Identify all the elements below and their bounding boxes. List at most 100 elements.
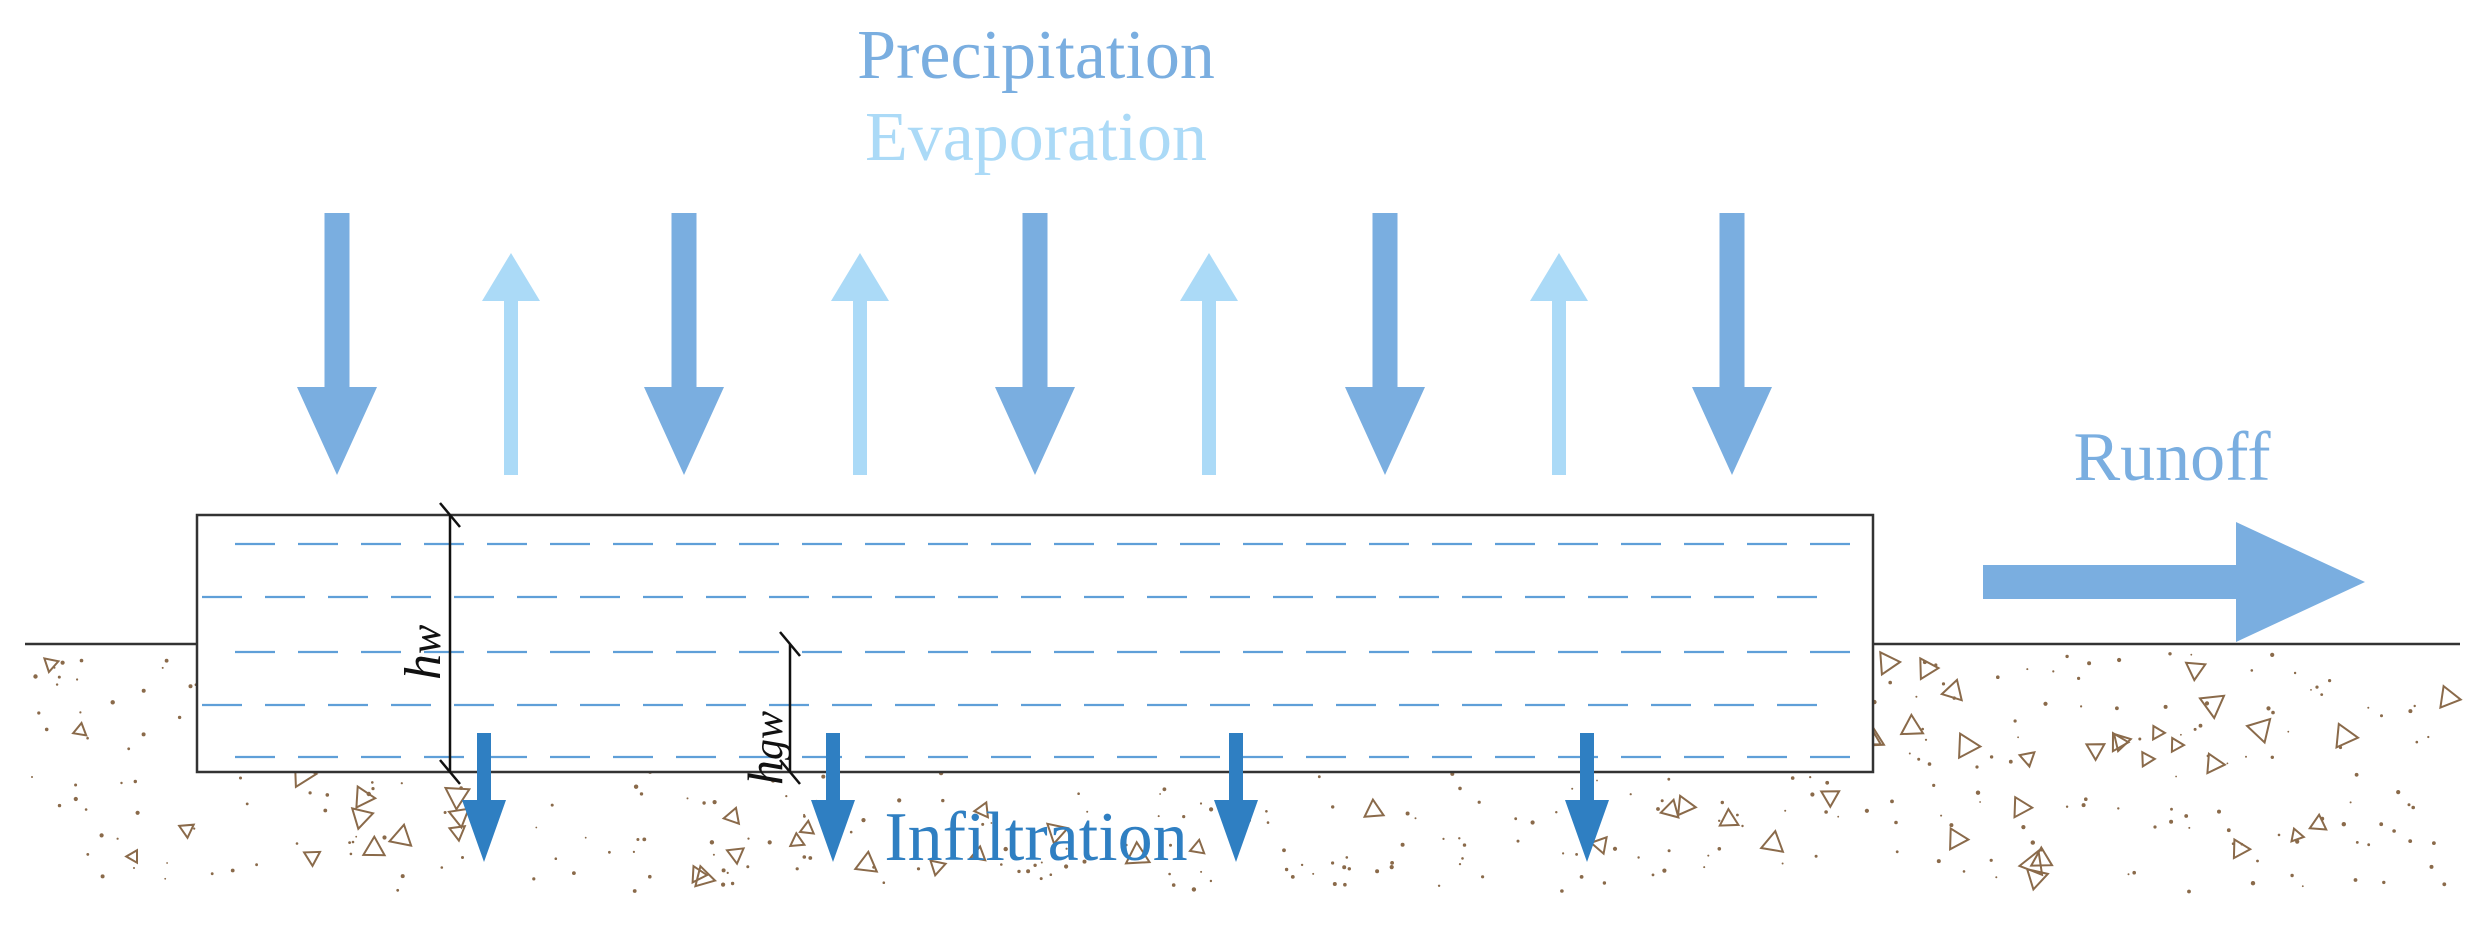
evaporation-arrow (831, 253, 889, 475)
soil-dot (371, 787, 375, 791)
soil-grain (1958, 731, 1983, 760)
soil-dot (702, 801, 706, 805)
soil-grain (443, 786, 472, 812)
soil-dot (632, 889, 637, 893)
hw-label-base: h (395, 654, 452, 680)
soil-dot (1629, 793, 1632, 796)
soil-dot (1784, 809, 1787, 812)
soil-dot (1442, 837, 1445, 841)
soil-dot (897, 798, 902, 803)
soil-grain (1045, 822, 1070, 846)
evaporation-arrow (482, 253, 540, 475)
hgw-label: hgw (737, 711, 793, 785)
soil-dot (2293, 671, 2297, 675)
soil-dot (1949, 823, 1954, 828)
hw-tick-bottom (439, 759, 461, 785)
soil-dot (990, 822, 993, 824)
soil-grain (1919, 656, 1941, 681)
soil-dot (2153, 825, 2157, 829)
soil-dot (141, 732, 146, 737)
soil-dot (164, 658, 169, 663)
soil-dot (1171, 883, 1176, 887)
soil-dot (161, 666, 164, 669)
soil-dot (2132, 870, 2136, 875)
soil-dot (349, 852, 353, 856)
soil-dot (2408, 709, 2413, 714)
soil-grain (2141, 750, 2157, 769)
soil-grain (725, 847, 746, 866)
soil-dot (1989, 755, 1994, 759)
soil-grain (2112, 732, 2133, 754)
soil-dot (2081, 803, 2086, 808)
soil-dot (1894, 820, 1898, 825)
soil-dot (1069, 847, 1073, 851)
soil-dot (79, 711, 82, 714)
soil-dot (2266, 706, 2271, 711)
soil-dot (1458, 863, 1462, 866)
soil-dot (2138, 737, 2142, 741)
soil-grain (2013, 795, 2035, 819)
soil-dot (2052, 670, 2055, 673)
soil-dot (1837, 815, 1840, 818)
soil-dot (84, 808, 88, 811)
soil-dot (1915, 695, 1918, 698)
soil-dot (2188, 826, 2191, 829)
hgw-label-sub: gw (746, 711, 792, 760)
soil-dot (1924, 738, 1928, 741)
soil-dot (709, 840, 715, 845)
soil-grain (1362, 797, 1386, 818)
soil-dot (2354, 772, 2359, 777)
soil-dot (255, 863, 258, 867)
soil-dot (348, 841, 351, 844)
soil-dot (1157, 815, 1160, 818)
soil-dot (1331, 805, 1335, 809)
soil-dot (2065, 654, 2069, 659)
soil-dot (1936, 859, 1941, 864)
soil-dot (110, 700, 115, 705)
soil-dot (2270, 755, 2274, 759)
soil-dot (849, 830, 853, 834)
soil-dot (2415, 740, 2419, 744)
soil-dot (1736, 813, 1739, 817)
soil-dot (400, 874, 405, 879)
soil-dot (1312, 872, 1315, 875)
soil-dot (2175, 775, 2178, 778)
soil-dot (31, 776, 33, 778)
soil-dot (323, 808, 328, 813)
soil-grain (350, 807, 375, 831)
soil-dot (1667, 849, 1671, 853)
soil-dot (1560, 889, 1564, 893)
precipitation-arrow (1345, 213, 1425, 475)
soil-dot (1824, 810, 1828, 814)
soil-dot (550, 803, 554, 807)
soil-dot (2204, 701, 2210, 706)
soil-dot (2250, 669, 2254, 672)
soil-dot (1864, 808, 1869, 813)
soil-dot (382, 835, 387, 840)
soil-dot (1941, 682, 1946, 686)
soil-grain (929, 859, 948, 878)
soil-dot (1414, 817, 1417, 820)
soil-dot (1159, 793, 1161, 795)
soil-dot (535, 826, 538, 829)
soil-dot (1064, 864, 1069, 869)
soil-dot (1003, 846, 1008, 852)
soil-dot (2008, 759, 2013, 764)
soil-dot (1389, 865, 1394, 870)
soil-grain (302, 850, 322, 868)
soil-dot (2427, 735, 2430, 739)
soil-dot (2198, 723, 2203, 728)
soil-grain (2335, 722, 2360, 750)
soil-dot (1995, 876, 1998, 879)
soil-dot (1458, 786, 1462, 791)
soil-grain (124, 848, 138, 865)
soil-dot (1562, 852, 1565, 855)
soil-dot (632, 850, 636, 854)
soil-dot (1065, 847, 1068, 850)
soil-dot (100, 874, 105, 879)
soil-dot (1814, 854, 1818, 858)
soil-dot (1720, 800, 1725, 805)
soil-grain (1124, 840, 1152, 865)
soil-dot (1516, 839, 1520, 843)
